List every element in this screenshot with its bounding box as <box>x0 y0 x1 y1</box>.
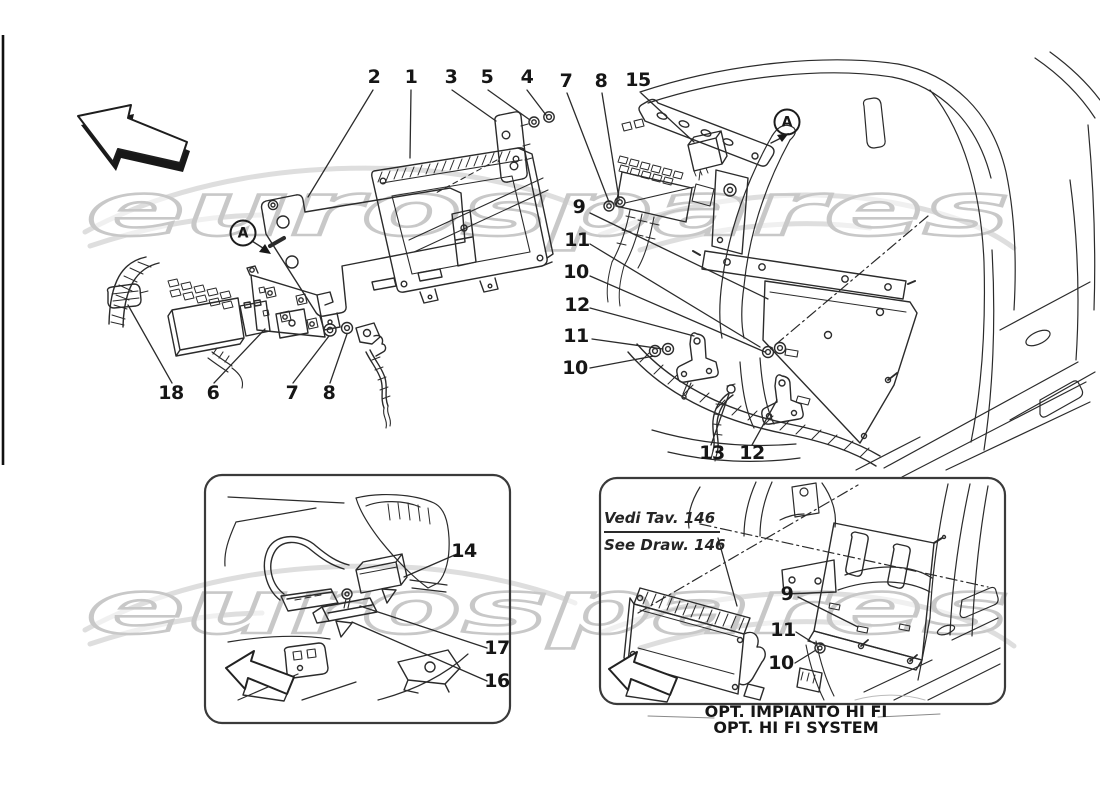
direction-arrow-hifi-inset <box>608 651 678 703</box>
callout-body-9: 9 <box>572 196 586 218</box>
ecu-leader-lines <box>127 89 547 384</box>
detail-marker-letter: A <box>781 114 793 130</box>
reference-note-line1: Vedi Tav. 146 <box>604 509 716 527</box>
detail-marker-a-ecu: A <box>229 219 257 247</box>
amplifier <box>623 587 766 701</box>
direction-arrow-sensor-inset <box>225 650 295 702</box>
relay-bracket-strip <box>638 98 775 167</box>
hifi-inset-drawing <box>608 481 1001 719</box>
body-view-drawing <box>566 51 1100 478</box>
detail-marker-a-body: A <box>773 108 801 136</box>
fusebox-body <box>167 297 245 357</box>
callout-ecu-6: 6 <box>206 382 220 404</box>
callout-ecu-2: 2 <box>367 66 381 88</box>
sensor-inset-drawing <box>224 494 488 702</box>
relay-15 <box>687 130 728 181</box>
callout-body-12b: 12 <box>739 442 765 464</box>
hifi-caption-line2: OPT. HI FI SYSTEM <box>713 718 879 737</box>
callout-sensor-14: 14 <box>451 540 477 562</box>
hifi-caption: OPT. IMPIANTO HI FI OPT. HI FI SYSTEM <box>705 704 888 736</box>
callout-hifi-11: 11 <box>770 619 796 641</box>
connector-plate <box>494 111 528 183</box>
connector-18 <box>106 283 142 309</box>
sensor-leader-lines <box>351 553 488 682</box>
callout-ecu-7: 7 <box>285 382 299 404</box>
callout-hifi-10: 10 <box>768 652 794 674</box>
hinge-bracket-upper <box>676 332 719 400</box>
shield-panel <box>692 250 918 444</box>
reference-note-line2: See Draw. 146 <box>604 536 726 554</box>
callout-body-7: 7 <box>559 70 573 92</box>
hifi-inset-frame <box>598 476 1007 706</box>
hifi-leader-lines <box>717 537 859 664</box>
connector-14 <box>355 553 408 604</box>
callout-ecu-1: 1 <box>404 66 418 88</box>
callout-body-11b: 11 <box>563 325 589 347</box>
direction-arrow-front <box>77 104 190 172</box>
callout-body-11a: 11 <box>564 229 590 251</box>
ecu-view-drawing <box>77 89 555 429</box>
watermark-text-bottom: eurospares <box>86 565 1010 651</box>
car-body-lines <box>639 51 1100 478</box>
callout-body-10a: 10 <box>563 261 589 283</box>
flat-connector <box>280 588 339 612</box>
callout-sensor-16: 16 <box>484 670 510 692</box>
callout-ecu-8: 8 <box>322 382 336 404</box>
callout-ecu-18: 18 <box>158 382 184 404</box>
callout-body-13: 13 <box>699 442 725 464</box>
sensor-inset-frame <box>203 473 512 725</box>
callout-ecu-4: 4 <box>520 66 534 88</box>
callout-body-8: 8 <box>594 70 608 92</box>
hifi-bracket-panel <box>781 522 947 701</box>
detail-marker-letter: A <box>237 225 249 241</box>
hifi-body-lines <box>687 481 1001 701</box>
callout-sensor-17: 17 <box>484 637 510 659</box>
callout-body-10b: 10 <box>562 357 588 379</box>
ecu-box <box>371 147 554 304</box>
fuse-mount-plate <box>711 169 749 255</box>
body-leader-lines <box>566 92 778 446</box>
watermark-text-top: eurospares <box>86 167 1010 253</box>
callout-ecu-5: 5 <box>480 66 494 88</box>
callout-ecu-3: 3 <box>444 66 458 88</box>
reference-note-divider <box>604 531 720 533</box>
callout-hifi-9: 9 <box>780 583 794 605</box>
keyhole-plate <box>246 265 334 338</box>
callout-body-12a: 12 <box>564 294 590 316</box>
hifi-caption-line1: OPT. IMPIANTO HI FI <box>704 702 888 721</box>
reference-note: Vedi Tav. 146 See Draw. 146 <box>604 509 725 555</box>
callout-body-15: 15 <box>625 69 651 91</box>
